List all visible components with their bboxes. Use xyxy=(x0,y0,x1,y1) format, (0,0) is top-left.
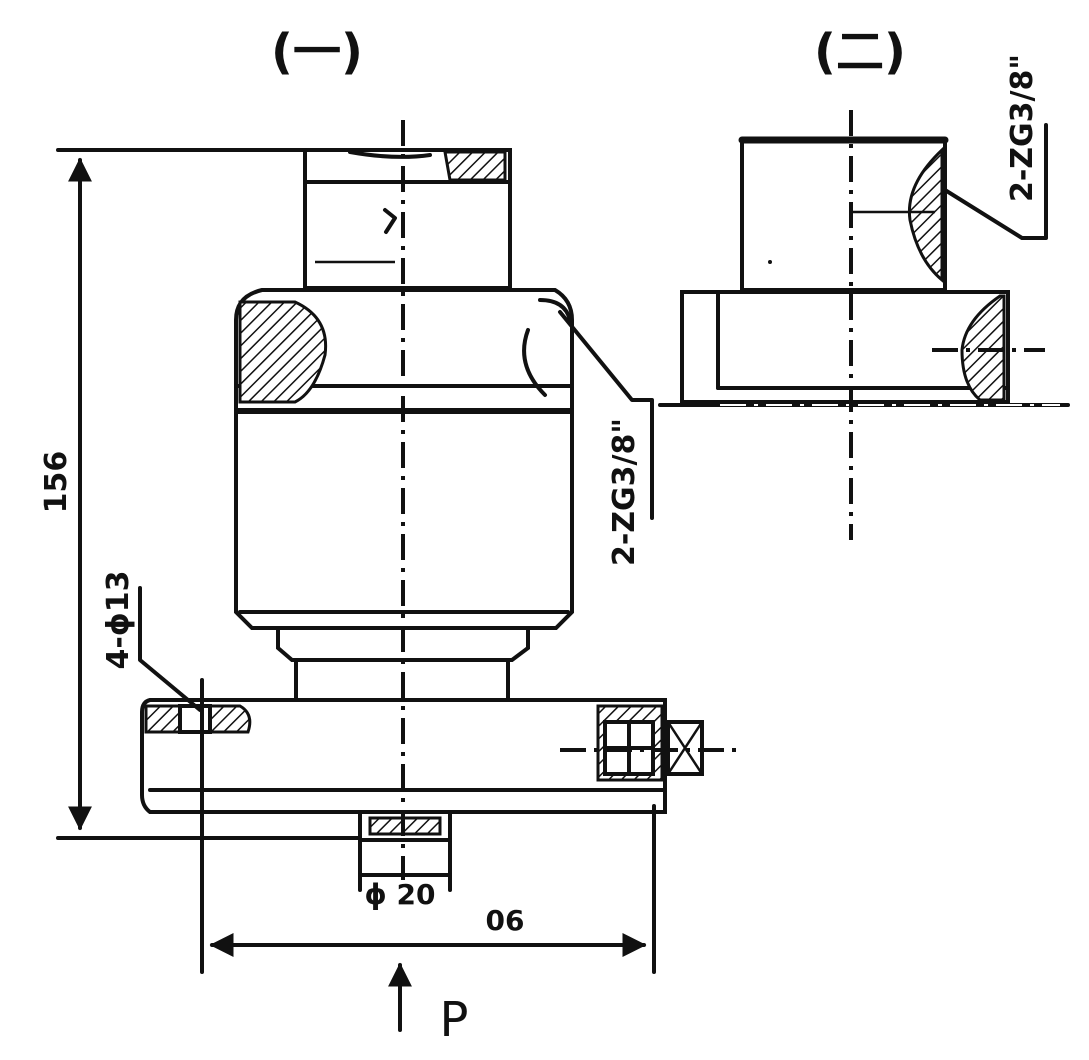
view-two-label: (二) xyxy=(814,24,906,80)
view-two-base xyxy=(680,290,1010,404)
bolt-span-label: 06 xyxy=(486,904,525,937)
dimension-bolt-span xyxy=(200,678,656,974)
left-port-section xyxy=(238,300,328,404)
port-label-view-two: 2-ZG3/8" xyxy=(1005,54,1040,202)
dimension-port-leader-one xyxy=(558,310,654,520)
view-two xyxy=(658,110,1070,540)
lower-housing xyxy=(234,410,574,630)
view-two-port-section xyxy=(907,146,944,284)
port-label-view-one: 2-ZG3/8" xyxy=(607,418,642,566)
dimension-holes-leader xyxy=(138,586,202,712)
height-dimension-label: 156 xyxy=(39,451,74,514)
view-two-dot xyxy=(768,260,772,264)
dimension-bore xyxy=(358,873,452,892)
top-cap-section xyxy=(443,150,507,182)
view-one-label: (一) xyxy=(271,24,363,80)
dimension-height xyxy=(56,148,362,840)
load-label: P xyxy=(440,992,469,1048)
holes-dimension-label: 4-ϕ13 xyxy=(101,571,136,670)
view-one xyxy=(140,120,738,880)
bore-dimension-label: ϕ 20 xyxy=(364,878,435,911)
dimension-port-leader-two xyxy=(943,123,1048,240)
flange-hole xyxy=(178,704,212,734)
